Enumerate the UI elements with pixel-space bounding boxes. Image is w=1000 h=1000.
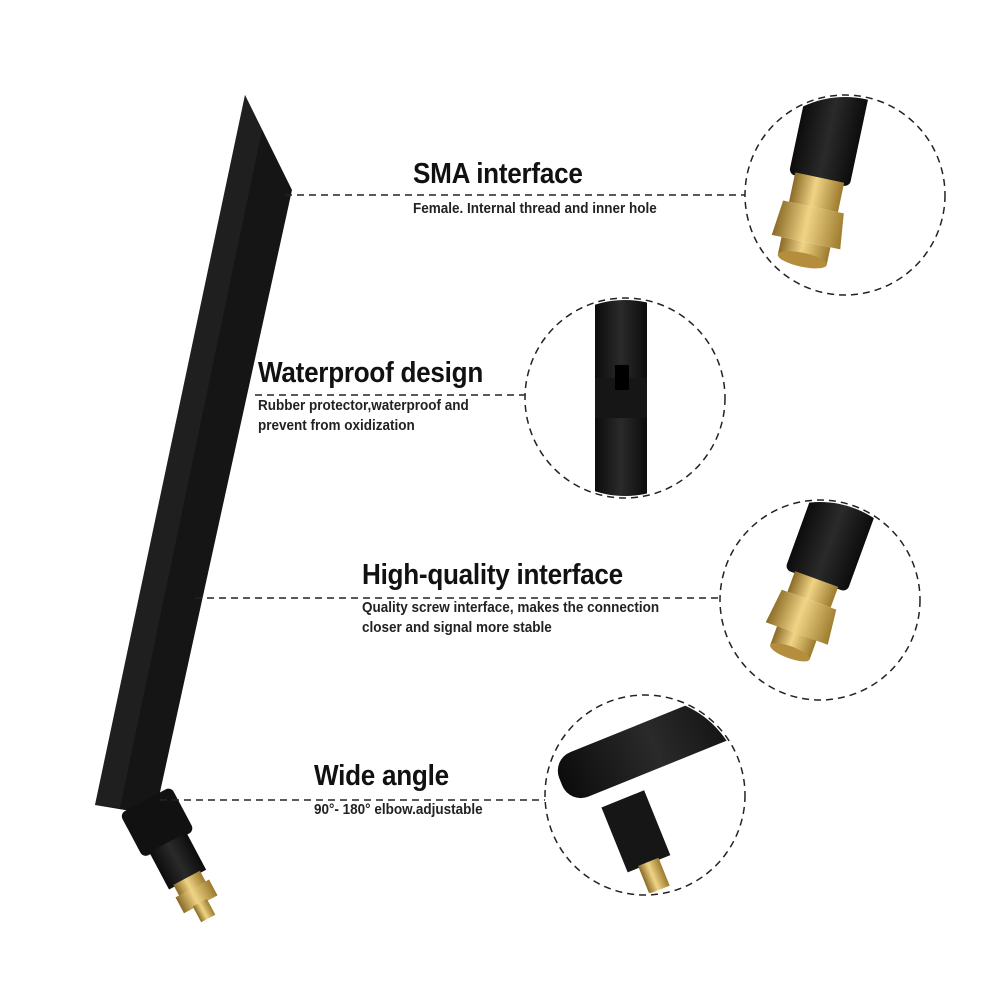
feature-title: High-quality interface	[362, 559, 623, 591]
detail-circle-sma	[744, 94, 946, 296]
feature-description-line-1: Rubber protector,waterproof and	[258, 397, 469, 414]
feature-sma-interface: SMA interface Female. Internal thread an…	[413, 158, 684, 219]
feature-wide-angle: Wide angle 90°- 180° elbow.adjustable	[314, 760, 501, 820]
feature-high-quality-interface: High-quality interface Quality screw int…	[362, 559, 692, 638]
feature-description-line-2: closer and signal more stable	[362, 619, 552, 636]
feature-description: 90°- 180° elbow.adjustable	[314, 801, 483, 818]
feature-description-line-2: prevent from oxidization	[258, 417, 415, 434]
feature-title: SMA interface	[413, 158, 583, 190]
detail-circle-wide-angle	[544, 694, 746, 896]
feature-description: Female. Internal thread and inner hole	[413, 200, 657, 217]
leader-lines	[160, 194, 745, 801]
detail-circle-waterproof	[524, 297, 726, 499]
feature-waterproof-design: Waterproof design Rubber protector,water…	[258, 357, 508, 436]
antenna-body	[95, 95, 292, 923]
detail-circle-interface	[719, 499, 921, 701]
feature-title: Waterproof design	[258, 357, 483, 389]
feature-title: Wide angle	[314, 760, 449, 792]
feature-description-line-1: Quality screw interface, makes the conne…	[362, 599, 660, 616]
